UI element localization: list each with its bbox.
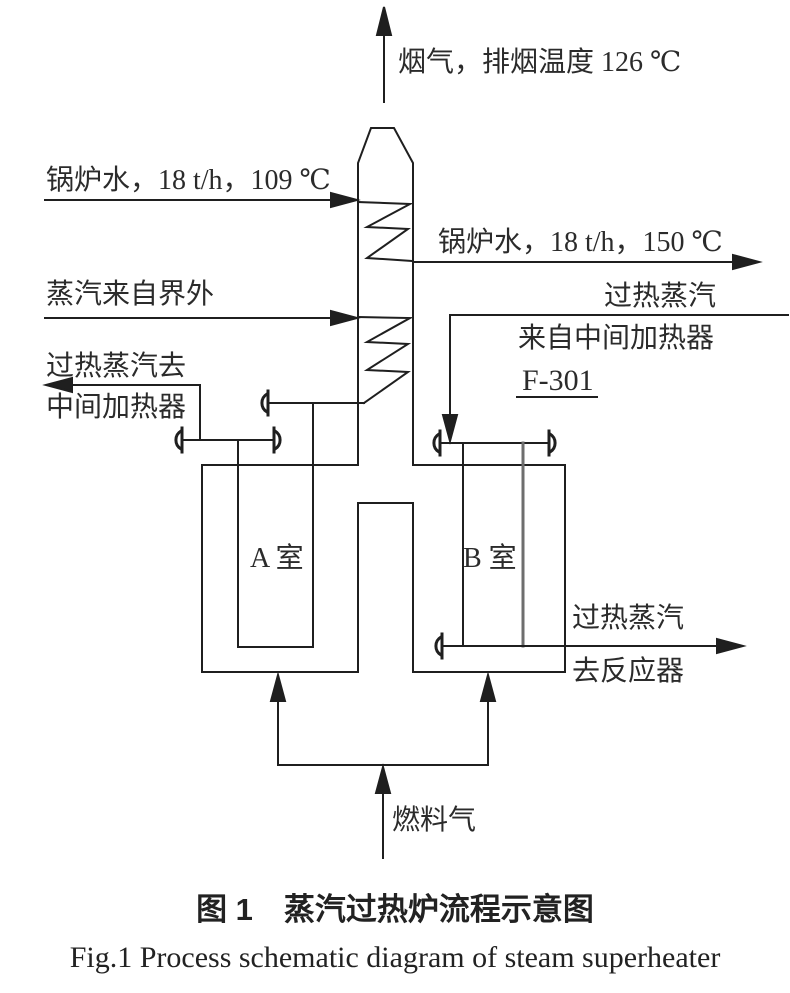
steam-from-heater-label-2: 来自中间加热器 xyxy=(518,323,715,354)
nozzle-heads-b xyxy=(432,429,557,660)
chamber-a-label: A 室 xyxy=(250,543,304,574)
stack-outline xyxy=(357,127,414,466)
fuel-gas-lines xyxy=(269,671,497,859)
steam-from-heater-label-1: 过热蒸汽 xyxy=(604,281,717,312)
steam-to-heater-label-1: 过热蒸汽去 xyxy=(46,351,187,382)
chamber-b-tubes xyxy=(439,441,550,648)
chamber-a-outline xyxy=(201,464,359,673)
boiler-water-in-label: 锅炉水，18 t/h，109 ℃ xyxy=(46,165,331,196)
chamber-b-outline xyxy=(412,464,566,673)
boiler-water-out-label: 锅炉水，18 t/h，150 ℃ xyxy=(438,227,723,258)
caption-english: Fig.1 Process schematic diagram of steam… xyxy=(69,941,721,974)
chamber-a-tubes xyxy=(181,402,365,648)
steam-to-reactor-label-2: 去反应器 xyxy=(572,656,685,687)
steam-from-heater-line xyxy=(441,314,789,445)
boiler-water-in-line xyxy=(44,191,361,209)
steam-to-heater-label-2: 中间加热器 xyxy=(46,392,187,423)
flue-gas-arrow xyxy=(375,6,393,103)
chamber-b-label: B 室 xyxy=(463,543,517,574)
steam-to-reactor-label-1: 过热蒸汽 xyxy=(572,603,685,634)
steam-to-heater-line xyxy=(42,376,201,441)
fuel-gas-label: 燃料气 xyxy=(392,805,477,836)
center-bridge-wall xyxy=(357,502,414,673)
caption-chinese: 图 1 蒸汽过热炉流程示意图 xyxy=(196,892,594,927)
steam-to-reactor-line xyxy=(441,637,747,655)
steam-from-osbl-label: 蒸汽来自界外 xyxy=(46,279,215,310)
boiler-water-out-line xyxy=(412,253,763,271)
equipment-tag: F-301 xyxy=(522,364,594,397)
steam-from-osbl-line xyxy=(44,309,361,327)
nozzle-heads-a xyxy=(174,389,282,454)
flue-gas-label: 烟气，排烟温度 126 ℃ xyxy=(398,47,682,78)
lower-coil xyxy=(356,315,414,405)
upper-coil xyxy=(356,200,415,263)
